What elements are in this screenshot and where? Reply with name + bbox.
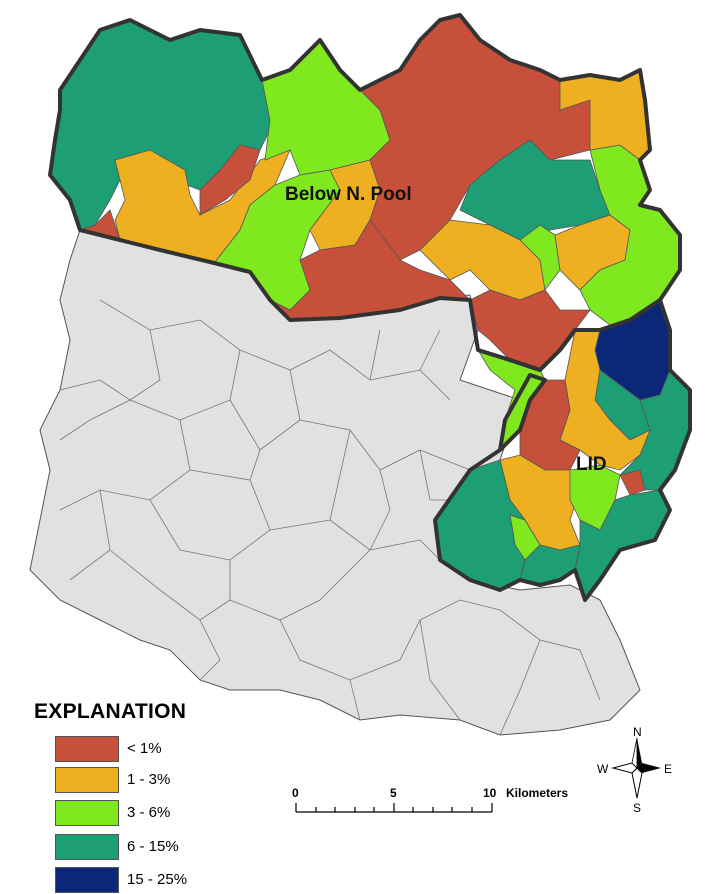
legend-title: EXPLANATION: [34, 700, 187, 723]
legend-swatch: [55, 834, 119, 860]
north-arrow-e: E: [664, 762, 672, 776]
legend-swatch: [55, 800, 119, 826]
legend-swatch: [55, 736, 119, 762]
legend-label: 15 - 25%: [127, 871, 188, 888]
legend-label: 3 - 6%: [127, 804, 171, 821]
legend-label: 1 - 3%: [127, 771, 171, 788]
north-arrow-s: S: [633, 801, 641, 815]
label-lid: LID: [576, 454, 607, 475]
subbasin-west-red2: [199, 144, 261, 216]
north-arrow-w: W: [597, 762, 609, 776]
below-pool-region: [49, 14, 681, 452]
gray-subbasin-lines: [59, 299, 601, 736]
north-arrow-n: N: [633, 725, 642, 739]
scale-unit: Kilometers: [506, 786, 568, 800]
legend-label: < 1%: [127, 740, 162, 757]
scale-tick-0: 0: [292, 786, 299, 800]
scale-tick-10: 10: [483, 786, 497, 800]
below-pool-boundary: [48, 13, 682, 372]
legend-swatch: [55, 867, 119, 893]
north-arrow: N S E W: [597, 725, 672, 815]
legend-swatch: [55, 767, 119, 793]
scale-bar: 0 5 10 Kilometers: [292, 786, 568, 813]
subbasin-lid-red-small: [619, 469, 646, 496]
lid-boundary: [433, 298, 692, 602]
scale-tick-5: 5: [390, 786, 397, 800]
label-below-pool: Below N. Pool: [285, 184, 412, 205]
legend-label: 6 - 15%: [127, 838, 179, 855]
